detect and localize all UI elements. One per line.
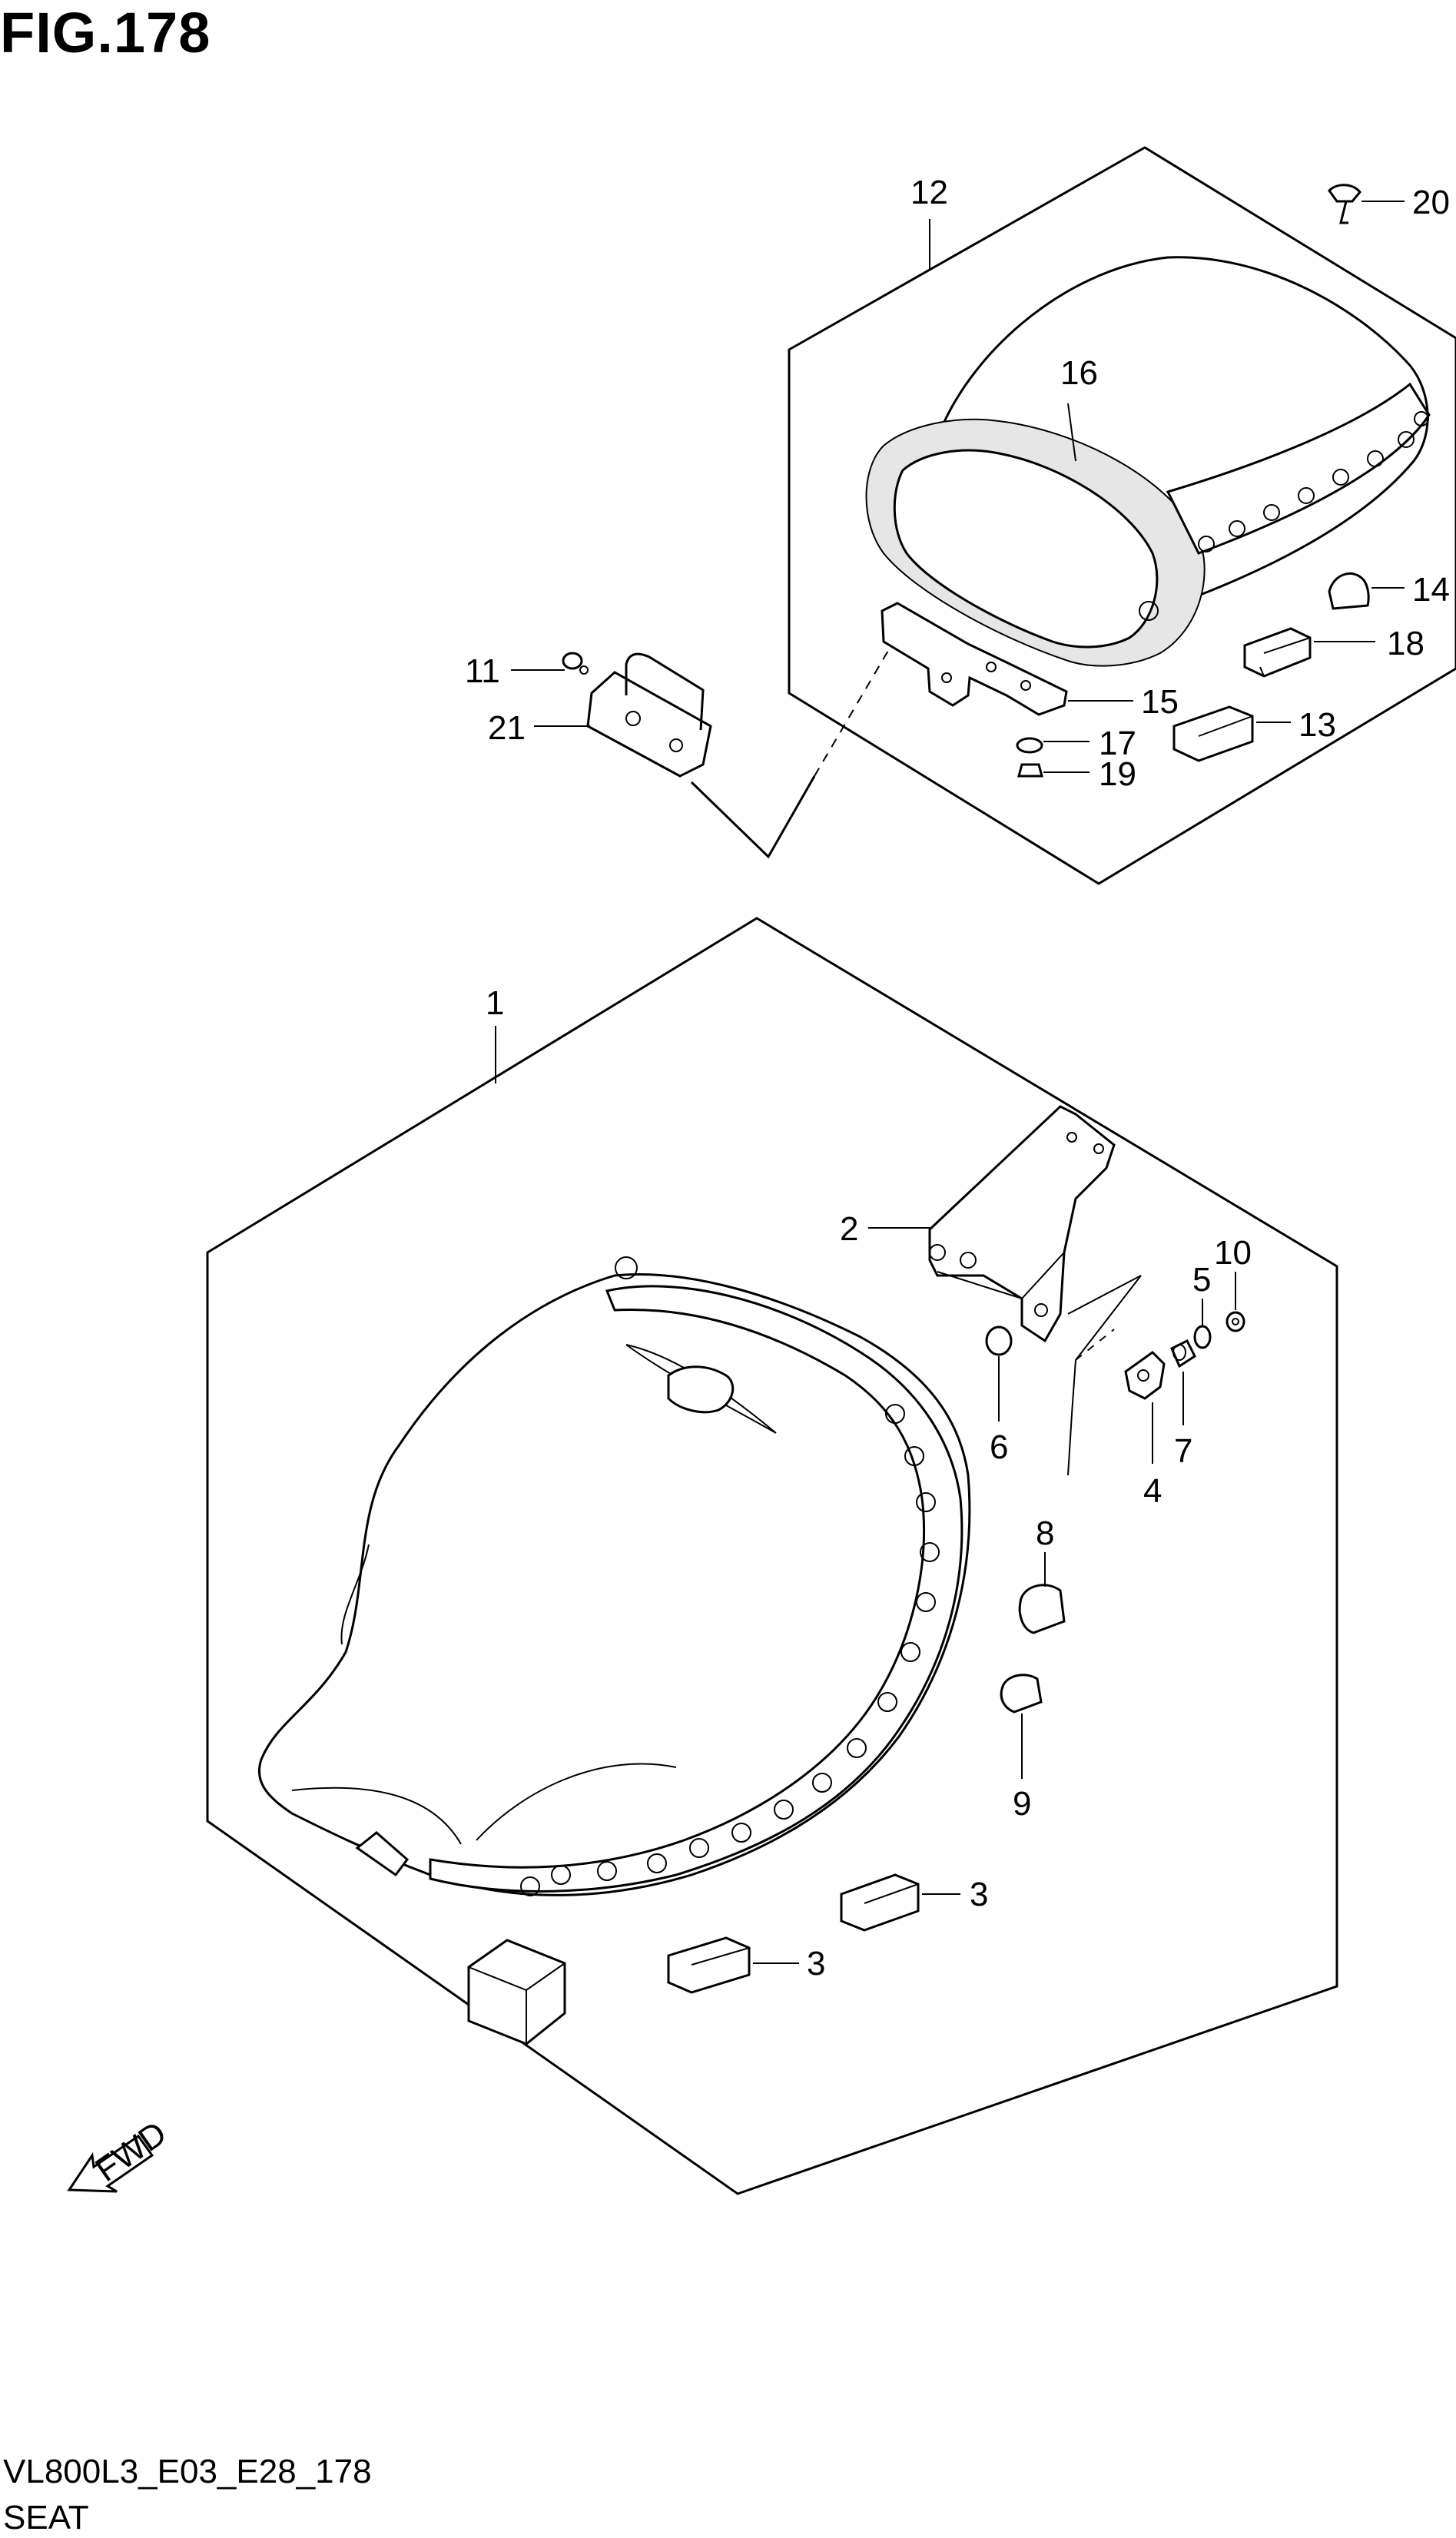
nut-10 xyxy=(1225,1311,1245,1332)
callout-16: 16 xyxy=(1060,354,1098,392)
cushion-18 xyxy=(1243,627,1312,678)
callout-2: 2 xyxy=(840,1210,858,1248)
cushion-9 xyxy=(1000,1674,1043,1714)
callout-13: 13 xyxy=(1298,706,1336,744)
main-seat-illustration xyxy=(257,1256,971,1896)
callout-15: 15 xyxy=(1141,683,1179,721)
collar-7 xyxy=(1170,1339,1196,1369)
callout-14: 14 xyxy=(1412,571,1450,609)
callout-7: 7 xyxy=(1174,1432,1192,1470)
callout-1: 1 xyxy=(486,984,504,1022)
washer-5 xyxy=(1193,1325,1212,1349)
group-boundary-rear-seat xyxy=(788,146,1456,885)
callout-5: 5 xyxy=(1192,1261,1211,1299)
callout-21: 21 xyxy=(488,709,526,747)
washer-6 xyxy=(985,1325,1013,1356)
figure-code: VL800L3_E03_E28_178 xyxy=(3,2453,372,2490)
box-part xyxy=(467,1939,566,2045)
callout-20: 20 xyxy=(1412,184,1450,221)
callout-17: 17 xyxy=(1099,725,1136,762)
callout-10: 10 xyxy=(1214,1234,1252,1272)
callout-9: 9 xyxy=(1013,1785,1031,1823)
cushion-14 xyxy=(1328,572,1370,610)
grab-handle-bracket xyxy=(586,652,712,778)
fwd-arrow-icon xyxy=(67,2134,154,2193)
cushion-8 xyxy=(1018,1584,1066,1634)
cushion-13 xyxy=(1172,705,1254,762)
cushion-3a xyxy=(840,1873,920,1932)
seat-bracket xyxy=(928,1105,1116,1343)
callout-18: 18 xyxy=(1387,625,1424,662)
cushion-3b xyxy=(667,1936,751,1994)
pillion-bracket xyxy=(881,602,1068,716)
callout-8: 8 xyxy=(1036,1515,1054,1552)
nut-19 xyxy=(1017,763,1043,778)
washer-17 xyxy=(1016,737,1043,754)
bolt-11 xyxy=(562,652,589,675)
pillion-seat-illustration xyxy=(865,256,1431,667)
callout-6: 6 xyxy=(990,1428,1008,1466)
callout-3a: 3 xyxy=(970,1876,988,1913)
callout-11: 11 xyxy=(465,652,500,690)
callout-19: 19 xyxy=(1099,755,1136,793)
latch-4 xyxy=(1124,1351,1166,1400)
callout-12: 12 xyxy=(910,174,948,211)
screw-20 xyxy=(1328,184,1361,224)
group-boundary-main-seat xyxy=(206,917,1338,2195)
callout-3b: 3 xyxy=(807,1945,825,1982)
figure-title: FIG.178 xyxy=(0,1,211,65)
figure-name: SEAT xyxy=(3,2499,89,2536)
seat-emblem xyxy=(625,1344,777,1434)
callout-4: 4 xyxy=(1143,1472,1162,1510)
